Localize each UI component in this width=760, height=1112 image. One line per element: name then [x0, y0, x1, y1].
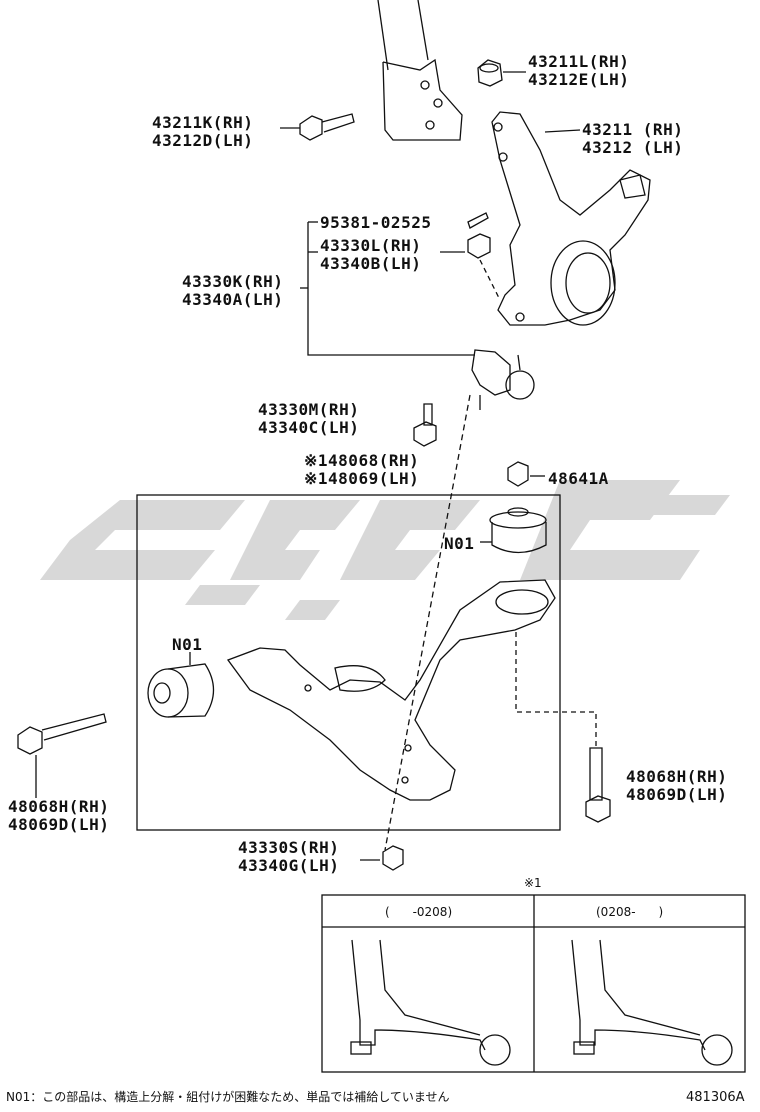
nut-43211L-drawing: [477, 59, 526, 87]
nut-48641A-drawing: [507, 461, 545, 487]
bolt-48068H-left-drawing: [17, 713, 107, 798]
label-43340A[interactable]: 43340A(LH): [182, 290, 284, 309]
bushing-top-drawing: [480, 507, 547, 554]
label-n01-left[interactable]: N01: [172, 635, 203, 654]
label-48068H-left[interactable]: 48068H(RH): [8, 797, 110, 816]
label-48068[interactable]: ※148068(RH): [304, 451, 420, 470]
label-43340C[interactable]: 43340C(LH): [258, 418, 360, 437]
label-43340G[interactable]: 43340G(LH): [238, 856, 340, 875]
label-48641A[interactable]: 48641A: [548, 469, 609, 488]
label-48069D-right[interactable]: 48069D(LH): [626, 785, 728, 804]
ball-joint-drawing: [471, 349, 535, 410]
label-43211[interactable]: 43211 (RH): [582, 120, 684, 139]
label-43330L[interactable]: 43330L(RH): [320, 236, 422, 255]
bolt-43211K-drawing: [280, 113, 355, 141]
nut-43330S-drawing: [360, 845, 404, 871]
cotter-pin-drawing: [467, 212, 489, 229]
footer-note: N01：この部品は、構造上分解・組付けが困難なため、単品では補給していません: [6, 1090, 450, 1104]
label-95381[interactable]: 95381-02525: [320, 213, 432, 232]
bolt-43330M-drawing: [413, 403, 437, 447]
label-43330S[interactable]: 43330S(RH): [238, 838, 340, 857]
strut-drawing: [377, 0, 463, 141]
label-48068H-right[interactable]: 48068H(RH): [626, 767, 728, 786]
label-43330K[interactable]: 43330K(RH): [182, 272, 284, 291]
label-43212D[interactable]: 43212D(LH): [152, 131, 254, 150]
inset-table: [321, 894, 746, 1073]
watermark-logo: [40, 480, 730, 620]
inset-col-before: ( -0208): [385, 905, 453, 919]
label-43211L[interactable]: 43211L(RH): [528, 52, 630, 71]
bolt-48068H-right-drawing: [515, 632, 611, 823]
label-43212E[interactable]: 43212E(LH): [528, 70, 630, 89]
inset-col-after: (0208- ): [596, 905, 664, 919]
label-48069[interactable]: ※148069(LH): [304, 469, 420, 488]
label-43211K[interactable]: 43211K(RH): [152, 113, 254, 132]
label-48069D-left[interactable]: 48069D(LH): [8, 815, 110, 834]
label-43340B[interactable]: 43340B(LH): [320, 254, 422, 273]
diagram-code: 481306A: [686, 1090, 745, 1105]
bushing-left-drawing: [147, 652, 215, 718]
steering-knuckle-drawing: [491, 111, 651, 326]
lower-control-arm-drawing: [226, 579, 556, 801]
label-43212[interactable]: 43212 (LH): [582, 138, 684, 157]
inset-marker: ※1: [524, 876, 542, 890]
label-n01-top[interactable]: N01: [444, 534, 475, 553]
castle-nut-drawing: [467, 233, 491, 259]
label-43330M[interactable]: 43330M(RH): [258, 400, 360, 419]
